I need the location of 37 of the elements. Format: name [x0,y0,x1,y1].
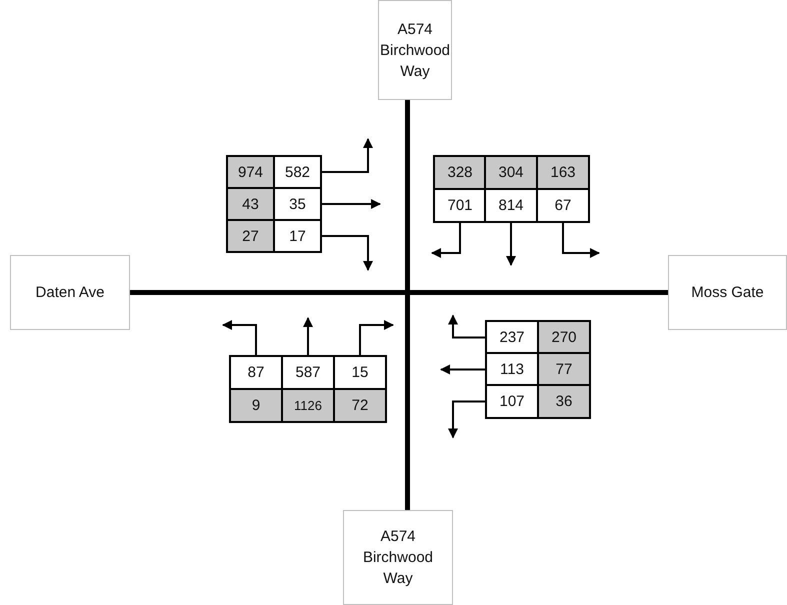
traffic-count: 1126 [281,388,335,423]
road-name-box: Daten Ave [10,255,130,330]
turn-arrow [562,223,600,258]
turn-arrow [448,400,485,438]
traffic-count: 814 [484,188,538,223]
road-line [130,290,668,295]
traffic-count: 27 [226,219,275,253]
traffic-count: 107 [485,384,539,419]
traffic-count: 87 [229,355,283,390]
road-name-box: A574 Birchwood Way [343,510,453,605]
turn-arrow [431,223,461,258]
traffic-count: 43 [226,187,275,221]
turn-arrow [322,199,381,209]
traffic-count: 974 [226,155,275,189]
traffic-count: 582 [273,155,322,189]
turn-arrow [359,320,394,355]
turn-arrow [322,235,373,271]
traffic-count: 270 [537,320,591,355]
turn-arrow [448,314,485,338]
turn-arrow [440,364,485,374]
traffic-count: 304 [484,155,538,190]
turn-arrow [506,223,516,266]
traffic-count: 9 [229,388,283,423]
turn-arrow [303,317,313,355]
traffic-count: 72 [333,388,387,423]
road-name-box: A574 Birchwood Way [378,0,452,100]
traffic-count: 163 [536,155,590,190]
turn-arrow [322,138,373,173]
traffic-count: 36 [537,384,591,419]
traffic-count: 15 [333,355,387,390]
traffic-count: 67 [536,188,590,223]
traffic-count: 77 [537,352,591,387]
road-name-box: Moss Gate [668,255,787,330]
turn-arrow [222,320,257,355]
traffic-count: 17 [273,219,322,253]
traffic-count: 701 [433,188,487,223]
road-line [405,100,410,510]
